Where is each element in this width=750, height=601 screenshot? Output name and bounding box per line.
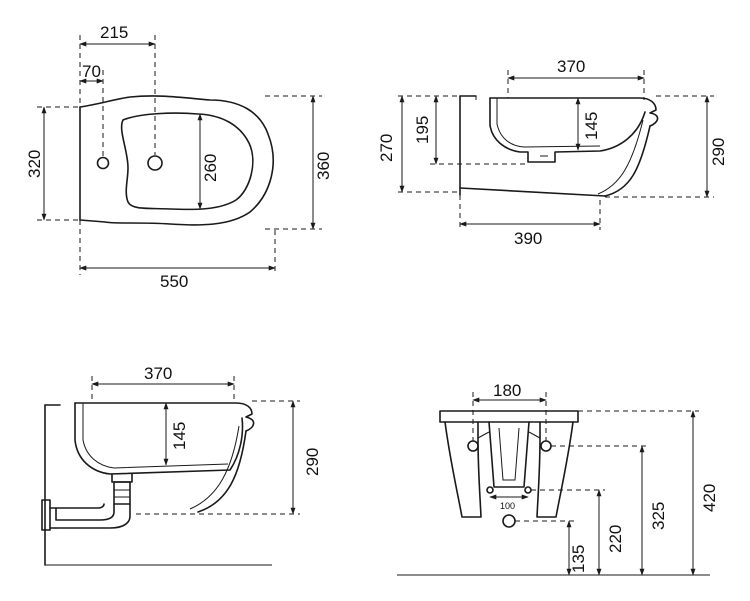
drain-hole-icon [502, 514, 516, 528]
dim-180: 180 [493, 381, 521, 400]
mounting-hole-left-icon [467, 440, 479, 452]
dim-325: 325 [649, 502, 668, 530]
dim-370-bottom: 370 [144, 364, 172, 383]
mounting-hole-right-icon [540, 440, 552, 452]
overflow-hole-icon [96, 156, 110, 170]
dim-145-top: 145 [582, 112, 601, 140]
bidet-side-outline [459, 95, 659, 197]
dim-420: 420 [700, 484, 719, 512]
side-view-top: 370 270 195 145 290 390 [377, 57, 728, 248]
bidet-side-outline-with-trap [41, 402, 272, 566]
dim-145-bottom: 145 [170, 422, 189, 450]
side-view-bottom: 370 145 290 [41, 364, 322, 566]
bidet-top-outline [79, 95, 274, 226]
dim-360: 360 [314, 152, 333, 180]
dim-290-bottom: 290 [303, 448, 322, 476]
bidet-front-outline [397, 410, 710, 576]
tap-hole-icon [147, 155, 163, 171]
dim-370-top: 370 [557, 57, 585, 76]
front-view: 180 100 420 325 220 135 [397, 381, 719, 576]
dim-220: 220 [606, 525, 625, 553]
dim-100: 100 [500, 501, 515, 511]
dim-215: 215 [100, 23, 128, 42]
dim-270: 270 [377, 134, 396, 162]
small-hole-right-icon [524, 486, 532, 494]
dim-135: 135 [569, 545, 588, 573]
dim-290-top: 290 [709, 138, 728, 166]
dim-70: 70 [82, 62, 101, 81]
dim-320: 320 [25, 150, 44, 178]
dim-260: 260 [201, 154, 220, 182]
dim-390: 390 [514, 229, 542, 248]
small-hole-left-icon [486, 486, 494, 494]
top-view: 215 70 320 260 360 550 [25, 23, 333, 291]
dim-550: 550 [160, 272, 188, 291]
dim-195: 195 [413, 116, 432, 144]
